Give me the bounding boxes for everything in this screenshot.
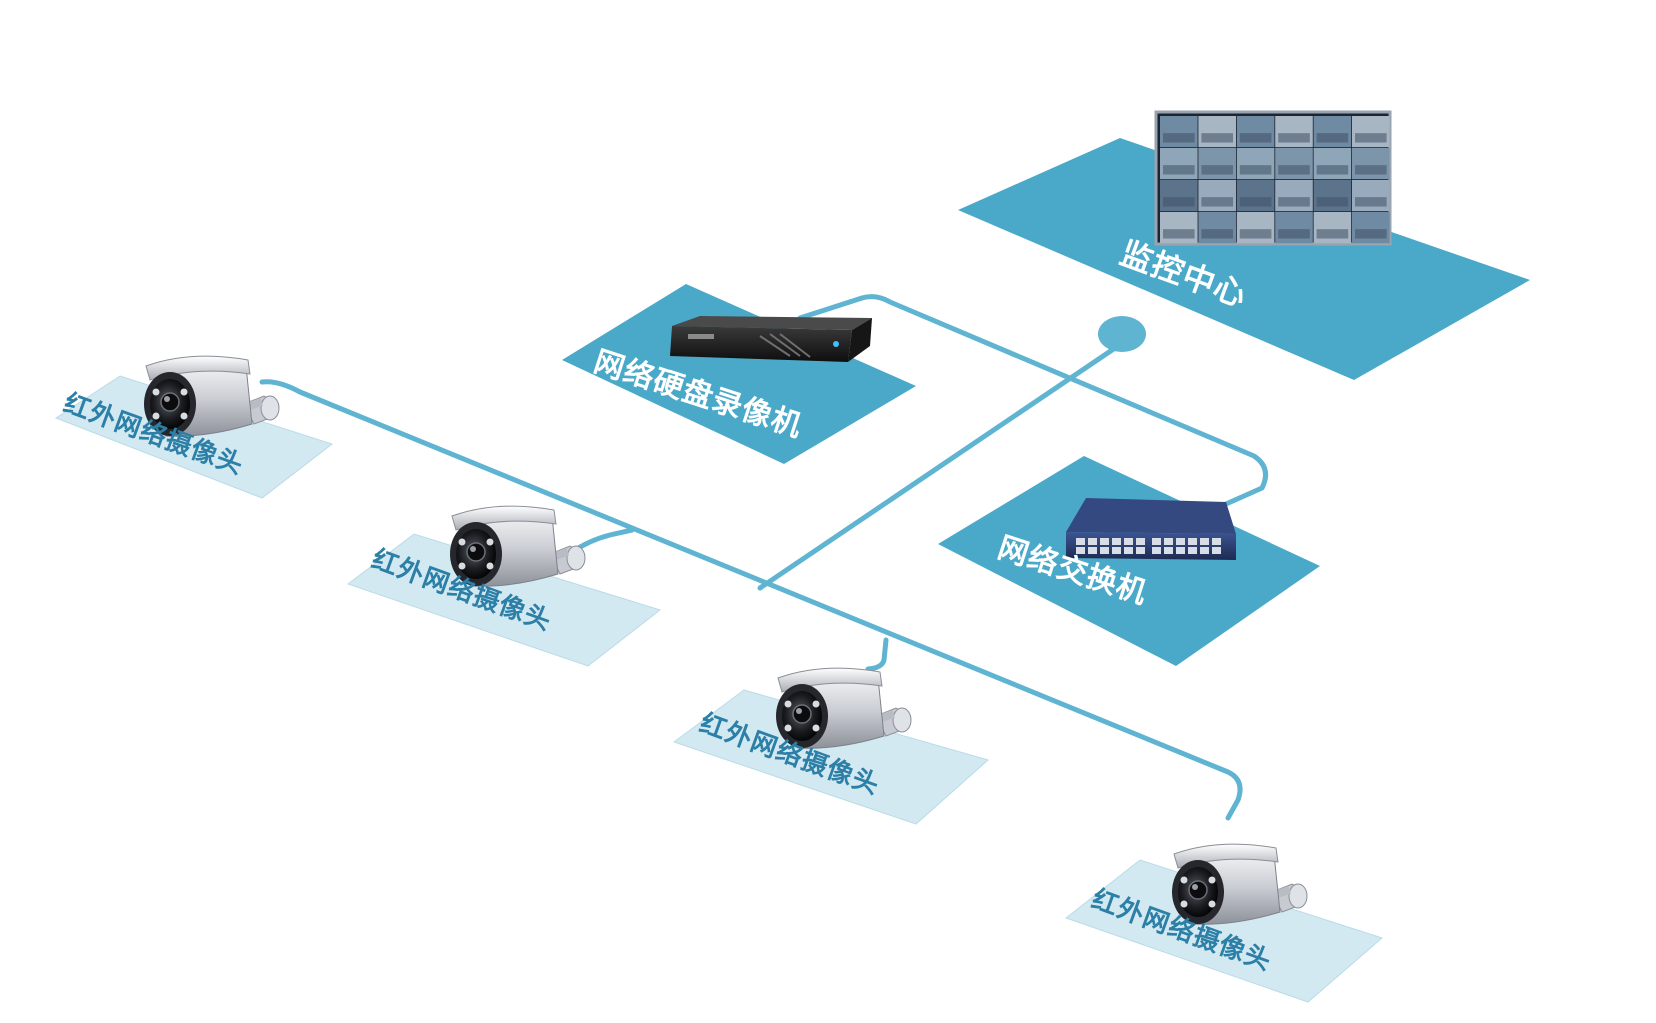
- video-wall-screen-detail: [1355, 197, 1387, 207]
- switch-port: [1188, 538, 1197, 545]
- switch-port: [1076, 538, 1085, 545]
- video-wall-icon: [1154, 110, 1392, 246]
- switch-port: [1188, 547, 1197, 554]
- video-wall-screen-detail: [1201, 165, 1233, 175]
- video-wall-screen-detail: [1316, 165, 1349, 175]
- switch-port: [1124, 547, 1133, 554]
- cable-trunk: [259, 379, 1243, 821]
- camera-node-3: 红外网络摄像头: [672, 667, 990, 825]
- camera-platform: [1064, 859, 1383, 1003]
- video-wall-screen-detail: [1316, 229, 1349, 239]
- video-wall-screen-detail: [1201, 197, 1233, 207]
- bullet-camera-icon: [449, 505, 586, 587]
- video-wall-screen-detail: [1278, 165, 1310, 175]
- cable-camera-3: [865, 637, 889, 672]
- video-wall-screen-detail: [1239, 229, 1272, 239]
- switch-port: [1152, 547, 1161, 554]
- video-wall-screen-detail: [1163, 165, 1195, 175]
- switch-port: [1200, 547, 1209, 554]
- video-wall-screen-detail: [1163, 229, 1195, 239]
- switch-port: [1124, 538, 1133, 545]
- camera-node-4: 红外网络摄像头: [1064, 843, 1383, 1003]
- switch-port: [1152, 538, 1161, 545]
- video-wall-screen-detail: [1201, 229, 1233, 239]
- video-wall-screen-detail: [1239, 133, 1272, 143]
- video-wall-screen-detail: [1355, 133, 1387, 143]
- switch-port: [1212, 538, 1221, 545]
- switch-port: [1176, 547, 1185, 554]
- cable-to-junction: [757, 343, 1121, 591]
- nvr-platform: [562, 284, 916, 464]
- video-wall-screen-detail: [1201, 133, 1233, 143]
- switch-port: [1136, 538, 1145, 545]
- nvr-recorder-icon: [670, 316, 872, 362]
- network-switch-icon: [1066, 498, 1236, 560]
- video-wall-screen-detail: [1316, 197, 1349, 207]
- network-junction-icon: [1098, 316, 1146, 352]
- switch-port: [1076, 547, 1085, 554]
- camera-node-1: 红外网络摄像头: [54, 355, 334, 499]
- switch-port: [1112, 547, 1121, 554]
- cable-network: [259, 294, 1269, 821]
- nvr-node: 网络硬盘录像机: [562, 284, 916, 464]
- camera-platform: [346, 533, 662, 667]
- switch-port: [1100, 547, 1109, 554]
- video-wall-screen-detail: [1355, 165, 1387, 175]
- video-wall-screen-detail: [1239, 165, 1272, 175]
- switch-port: [1136, 547, 1145, 554]
- monitor-center-platform: [958, 138, 1530, 380]
- video-wall-screen-detail: [1163, 133, 1195, 143]
- video-wall-screen-detail: [1278, 229, 1310, 239]
- switch-port: [1088, 547, 1097, 554]
- camera-node-2: 红外网络摄像头: [346, 505, 662, 667]
- switch-port: [1164, 547, 1173, 554]
- video-wall-screen-detail: [1316, 133, 1349, 143]
- camera-platform: [54, 375, 334, 499]
- switch-port: [1176, 538, 1185, 545]
- switch-port: [1200, 538, 1209, 545]
- camera-platform: [672, 689, 990, 825]
- switch-port: [1100, 538, 1109, 545]
- switch-port: [1164, 538, 1173, 545]
- video-wall-screen-detail: [1163, 197, 1195, 207]
- video-wall-screen-detail: [1278, 133, 1310, 143]
- video-wall-screen-detail: [1278, 197, 1310, 207]
- video-wall-screen-detail: [1239, 197, 1272, 207]
- cable-nvr-switch: [797, 294, 1269, 507]
- monitor-center-node: 监控中心: [958, 110, 1530, 380]
- switch-port: [1088, 538, 1097, 545]
- switch-port: [1112, 538, 1121, 545]
- switch-platform: [938, 456, 1320, 666]
- video-wall-screen-detail: [1355, 229, 1387, 239]
- switch-port: [1212, 547, 1221, 554]
